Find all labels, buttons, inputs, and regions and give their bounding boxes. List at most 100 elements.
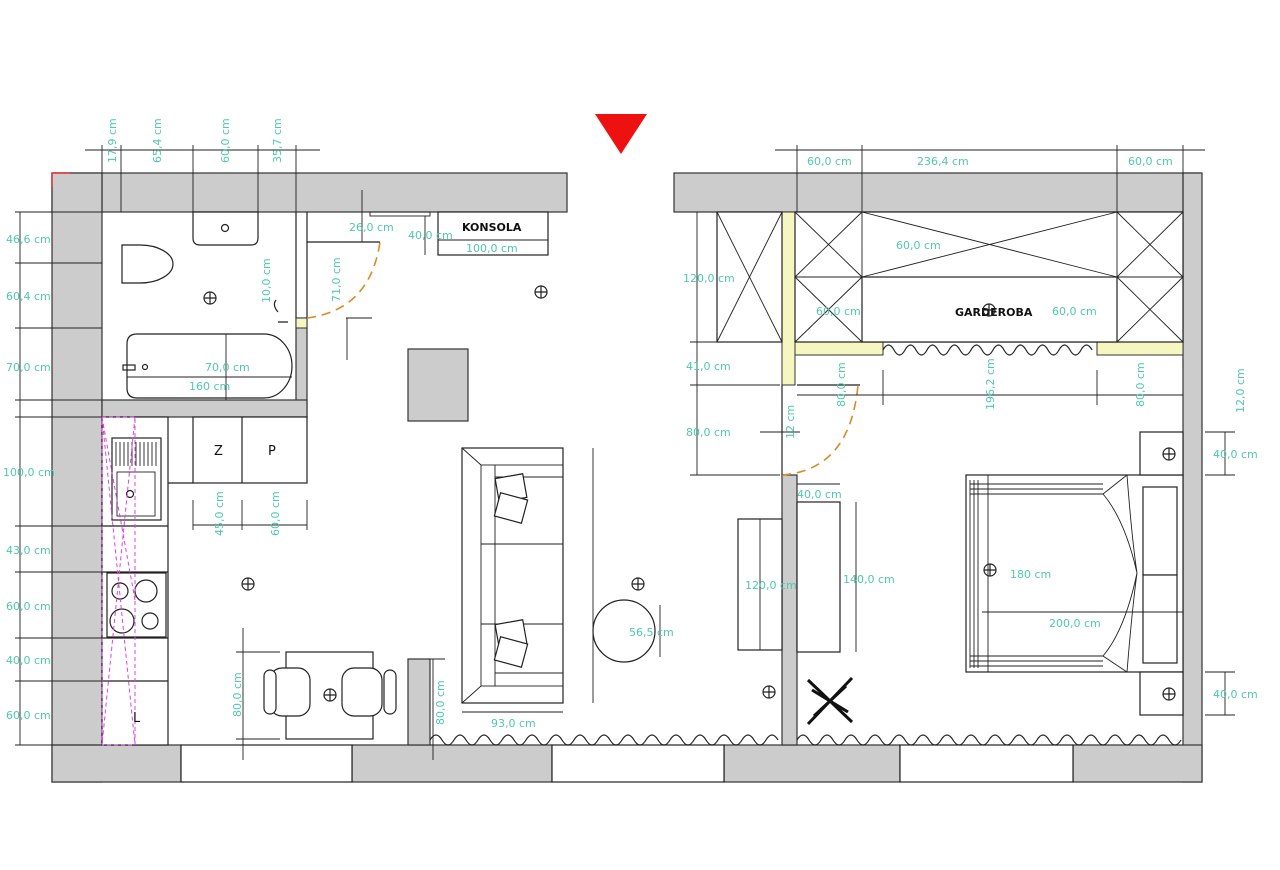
light-point-icon <box>982 303 996 317</box>
fridge-label: Z <box>214 444 223 459</box>
wall-bottom-4 <box>1072 744 1203 783</box>
toilet <box>121 244 174 284</box>
bed <box>965 474 1184 673</box>
pillow <box>1142 486 1178 576</box>
dim-label: 236,4 cm <box>917 155 969 168</box>
dim-label: 70,0 cm <box>205 361 250 374</box>
light-point-icon <box>1162 447 1176 461</box>
partition-right <box>1096 341 1184 356</box>
dim-label: 80,0 cm <box>1134 362 1147 407</box>
dim-label: 93,0 cm <box>491 717 536 730</box>
dim-label: 140,0 cm <box>843 573 895 586</box>
burner-icon <box>141 612 159 630</box>
dim-label: 120,0 cm <box>745 579 797 592</box>
dim-label: 10,0 cm <box>260 258 273 303</box>
dim-label: 41,0 cm <box>686 360 731 373</box>
plant-icon <box>806 676 854 726</box>
light-point-icon <box>203 291 217 305</box>
dim-label: 12 cm <box>784 405 797 439</box>
cabinet-label: L <box>133 711 141 726</box>
partition-vertical <box>781 211 796 386</box>
dim-label: 60,0 cm <box>1052 305 1097 318</box>
north-marker-icon <box>595 114 647 154</box>
bedroom-cabinet <box>796 501 841 653</box>
wardrobe: GARDEROBA <box>716 211 1184 356</box>
dim-label: 46,6 cm <box>6 233 51 246</box>
walls <box>51 172 1203 783</box>
dim-label: 60,4 cm <box>6 290 51 303</box>
dining-set <box>263 651 397 740</box>
wall-top-right <box>673 172 1201 213</box>
light-points <box>203 285 1176 702</box>
chair <box>341 667 383 717</box>
dim-label: 60,0 cm <box>269 491 282 536</box>
dim-label: 70,0 cm <box>6 361 51 374</box>
window-curtain <box>796 734 1182 746</box>
bathtub <box>126 333 293 399</box>
bath-door-swing <box>306 241 381 319</box>
light-point-icon <box>534 285 548 299</box>
pillow <box>1142 574 1178 664</box>
dim-label: 56,5 cm <box>629 626 674 639</box>
dim-label: 17,9 cm <box>106 118 119 163</box>
corner-marker <box>51 172 70 187</box>
dim-label: 100,0 cm <box>466 242 518 255</box>
dim-label: 43,0 cm <box>6 544 51 557</box>
bathroom <box>121 211 381 399</box>
cushion <box>493 492 529 524</box>
dim-label: 40,0 cm <box>408 229 453 242</box>
drain-board <box>115 442 157 466</box>
burner-icon <box>109 608 135 634</box>
chair-back <box>383 669 397 715</box>
nightstand <box>1139 671 1184 716</box>
sink <box>192 211 259 246</box>
dim-label: 80,0 cm <box>835 362 848 407</box>
cushion <box>493 636 529 668</box>
pantry-label: P <box>268 444 276 459</box>
dim-label: 65,4 cm <box>151 118 164 163</box>
appliance-block <box>192 416 308 484</box>
dim-label: 40,0 cm <box>797 488 842 501</box>
wall-bottom-2 <box>351 744 553 783</box>
wall-top-left <box>51 172 568 213</box>
wall-right <box>1182 172 1203 783</box>
bath-door-jamb <box>295 317 308 329</box>
wall-middle <box>781 474 798 746</box>
dim-label: 60,0 cm <box>6 600 51 613</box>
dimension-lines <box>15 145 1235 760</box>
dimension-labels: 17,9 cm 65,4 cm 60,0 cm 35,7 cm 46,6 cm … <box>3 118 1258 730</box>
dim-label: 196,2 cm <box>984 358 997 410</box>
light-point-icon <box>241 577 255 591</box>
dim-label: 160 cm <box>189 380 230 393</box>
dim-label: 71,0 cm <box>330 257 343 302</box>
wall-left <box>51 172 103 783</box>
dim-label: 100,0 cm <box>3 466 55 479</box>
dim-label: 60,0 cm <box>816 305 861 318</box>
dim-label: 26,0 cm <box>349 221 394 234</box>
dim-label: 80,0 cm <box>434 680 447 725</box>
light-point-icon <box>1162 687 1176 701</box>
light-point-icon <box>323 688 337 702</box>
dim-label: 40,0 cm <box>1213 448 1258 461</box>
dim-label: 35,7 cm <box>271 118 284 163</box>
wardrobe-curtain <box>882 344 1093 356</box>
dim-label: 60,0 cm <box>6 709 51 722</box>
window-1 <box>180 744 353 783</box>
dim-label: 60,0 cm <box>896 239 941 252</box>
light-point-icon <box>983 563 997 577</box>
wall-shelf <box>369 211 431 217</box>
partition-left <box>794 341 884 356</box>
cooktop <box>106 572 167 638</box>
dim-label: 180 cm <box>1010 568 1051 581</box>
sofa <box>461 447 564 704</box>
light-point-icon <box>631 577 645 591</box>
dim-label: 80,0 cm <box>231 672 244 717</box>
dim-label: 45,0 cm <box>213 491 226 536</box>
dim-label: 60,0 cm <box>219 118 232 163</box>
dim-label: 12,0 cm <box>1234 368 1247 413</box>
light-point-icon <box>762 685 776 699</box>
window-3 <box>899 744 1074 783</box>
chair-back <box>263 669 277 715</box>
bedroom-door-swing <box>781 384 859 476</box>
console-label: KONSOLA <box>462 221 522 234</box>
